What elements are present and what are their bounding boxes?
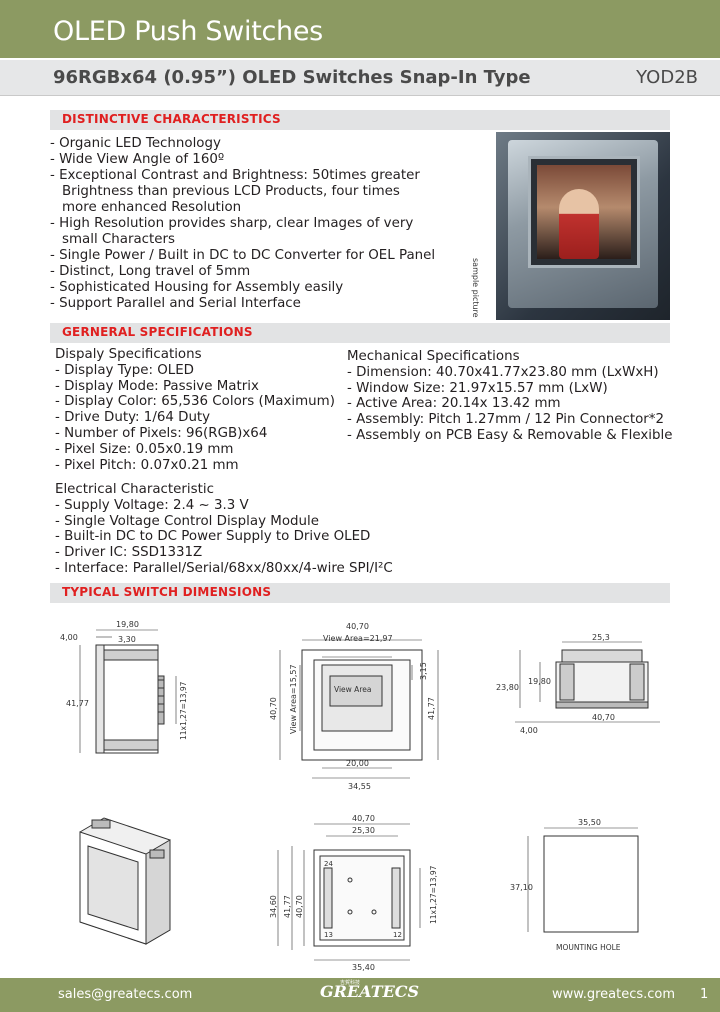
logo-subtext: 吉賀科技 [340, 980, 361, 986]
dimension-label: 40,70 [269, 697, 278, 720]
oled-window [528, 156, 640, 268]
section-distinctive: DISTINCTIVE CHARACTERISTICS [50, 110, 670, 130]
list-item: - Distinct, Long travel of 5mm [50, 264, 251, 279]
electrical-specs: Electrical Characteristic - Supply Volta… [55, 482, 393, 577]
spec-heading: Dispaly Specifications [55, 347, 202, 362]
spec-item: - Single Voltage Control Display Module [55, 513, 319, 529]
list-item: - Sophisticated Housing for Assembly eas… [50, 280, 344, 295]
dimension-drawings: 19,80 4,00 3,30 41,77 11x1,27=13,97 40,7… [60, 620, 660, 972]
mounting-hole-label: MOUNTING HOLE [556, 943, 621, 952]
footer-band: sales@greatecs.com 吉賀科技 GREATECS www.gre… [0, 978, 720, 1012]
dimension-label: 25,30 [352, 826, 375, 835]
dimension-label: 11x1,27=13,97 [429, 865, 438, 924]
dimension-label: 3,15 [419, 662, 428, 680]
dimension-label: 41,77 [283, 895, 292, 918]
isometric-view-drawing [79, 817, 171, 945]
spec-item: - Display Color: 65,536 Colors (Maximum) [55, 394, 335, 410]
pin-label: 24 [324, 860, 333, 868]
dimension-label: 37,10 [510, 883, 533, 892]
spec-item: - Active Area: 20.14x 13.42 mm [347, 396, 561, 412]
spec-item: - Pixel Pitch: 0.07x0.21 mm [55, 457, 239, 473]
dimension-label: 11x1,27=13,97 [179, 681, 188, 740]
spec-item: - Assembly: Pitch 1.27mm / 12 Pin Connec… [347, 412, 665, 428]
model-number: YOD2B [636, 67, 698, 88]
photo-caption: sample picture [471, 258, 480, 318]
product-subtitle: 96RGBx64 (0.95”) OLED Switches Snap-In T… [53, 67, 531, 88]
page-number: 1 [700, 987, 709, 1002]
dimension-label: 4,00 [520, 726, 538, 735]
spec-heading: Mechanical Specifications [347, 349, 520, 364]
oled-screen-image [537, 165, 631, 259]
dimension-label: 34,55 [348, 782, 371, 791]
profile-view-drawing: 25,3 23,80 19,80 4,00 40,70 [496, 633, 660, 735]
spec-item: - Interface: Parallel/Serial/68xx/80xx/4… [55, 560, 393, 576]
spec-item: - Dimension: 40.70x41.77x23.80 mm (LxWxH… [347, 364, 659, 380]
list-item: - Wide View Angle of 160º [50, 152, 225, 167]
dimension-label: 35,50 [578, 818, 601, 827]
dimension-label: 40,70 [352, 814, 375, 823]
section-title: GERNERAL SPECIFICATIONS [62, 325, 253, 339]
section-title: TYPICAL SWITCH DIMENSIONS [62, 585, 272, 599]
spec-item: - Display Type: OLED [55, 362, 194, 378]
email-link[interactable]: sales@greatecs.com [58, 987, 193, 1002]
dimension-label: 19,80 [528, 677, 551, 686]
spec-item: - Display Mode: Passive Matrix [55, 378, 259, 394]
subtitle-band: 96RGBx64 (0.95”) OLED Switches Snap-In T… [0, 60, 720, 96]
dimension-label: 40,70 [592, 713, 615, 722]
header-band: OLED Push Switches [0, 0, 720, 58]
dimension-label: 35,40 [352, 963, 375, 972]
spec-item: - Built-in DC to DC Power Supply to Driv… [55, 529, 371, 545]
dimension-label: 4,00 [60, 633, 78, 642]
list-item: - Single Power / Built in DC to DC Conve… [50, 248, 436, 263]
dimension-label: 23,80 [496, 683, 519, 692]
display-specs: Dispaly Specifications - Display Type: O… [55, 347, 335, 473]
characteristics-list: - Organic LED Technology - Wide View Ang… [50, 136, 490, 312]
front-view-drawing: 40,70 View Area=21,97 View Area=15,57 3,… [269, 622, 439, 791]
section-dimensions: TYPICAL SWITCH DIMENSIONS [50, 583, 670, 603]
pin-label: 13 [324, 931, 333, 939]
list-item: - High Resolution provides sharp, clear … [50, 216, 414, 231]
dimension-label: 40,70 [346, 622, 369, 631]
spec-heading: Electrical Characteristic [55, 482, 214, 497]
spec-item: - Driver IC: SSD1331Z [55, 545, 203, 561]
list-item: small Characters [62, 232, 176, 247]
list-item: - Organic LED Technology [50, 136, 221, 151]
dimension-label: 25,3 [592, 633, 610, 642]
mechanical-specs: Mechanical Specifications - Dimension: 4… [347, 349, 672, 444]
dimension-label: 3,30 [118, 635, 136, 644]
product-photo [496, 132, 670, 320]
list-item: Brightness than previous LCD Products, f… [62, 184, 400, 199]
dimension-label: 19,80 [116, 620, 139, 629]
spec-item: - Supply Voltage: 2.4 ~ 3.3 V [55, 497, 249, 513]
spec-item: - Pixel Size: 0.05x0.19 mm [55, 441, 234, 457]
spec-item: - Number of Pixels: 96(RGB)x64 [55, 425, 268, 441]
spec-item: - Drive Duty: 1/64 Duty [55, 410, 211, 426]
window-label: View Area [334, 685, 371, 694]
dimension-label: 34,60 [269, 895, 278, 918]
company-logo: GREATECS [320, 982, 420, 1001]
dimension-label: 41,77 [427, 697, 436, 720]
dimension-label: 41,77 [66, 699, 89, 708]
website-link[interactable]: www.greatecs.com [552, 987, 676, 1002]
dimension-label: 40,70 [295, 895, 304, 918]
dimension-label: View Area=21,97 [323, 634, 393, 643]
presenter-figure [559, 189, 599, 259]
dimension-label: View Area=15,57 [289, 664, 298, 734]
switch-housing [508, 140, 658, 308]
list-item: - Exceptional Contrast and Brightness: 5… [50, 168, 420, 183]
list-item: more enhanced Resolution [62, 200, 242, 215]
spec-item: - Window Size: 21.97x15.57 mm (LxW) [347, 380, 608, 396]
side-view-drawing: 19,80 4,00 3,30 41,77 11x1,27=13,97 [60, 620, 188, 754]
section-title: DISTINCTIVE CHARACTERISTICS [62, 112, 281, 126]
spec-item: - Assembly on PCB Easy & Removable & Fle… [347, 427, 673, 443]
dimension-label: 20,00 [346, 759, 369, 768]
section-general: GERNERAL SPECIFICATIONS [50, 323, 670, 343]
pin-label: 12 [393, 931, 402, 939]
bottom-view-drawing: 40,70 25,30 34,60 41,77 40,70 35,40 11x1… [269, 814, 438, 972]
page-title: OLED Push Switches [53, 16, 323, 47]
mounting-hole-drawing: 35,50 37,10 MOUNTING HOLE [510, 818, 639, 952]
list-item: - Support Parallel and Serial Interface [50, 296, 301, 311]
